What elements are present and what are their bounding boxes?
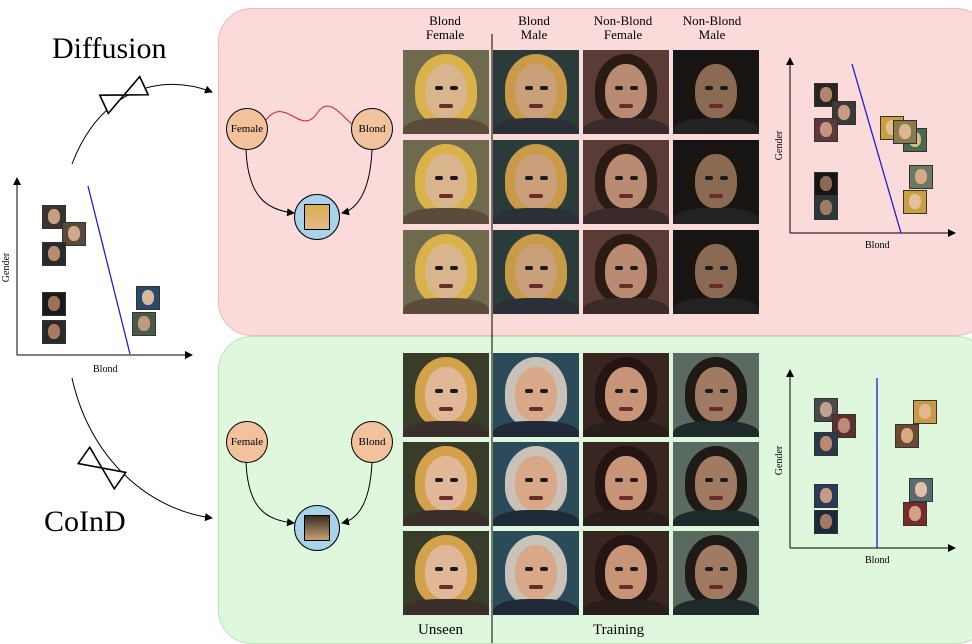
sample-face-image	[493, 50, 579, 134]
plot-face-thumbnail	[132, 312, 156, 336]
plot-face-thumbnail	[814, 172, 838, 196]
sample-face-image	[403, 140, 489, 224]
bottom-xlabel: Blond	[865, 555, 890, 566]
sample-face-image	[673, 230, 759, 314]
bowtie-icon	[98, 75, 150, 115]
sample-face-image	[403, 230, 489, 314]
plot-face-thumbnail	[909, 165, 933, 189]
diffusion-arrow	[71, 83, 213, 165]
unseen-label: Unseen	[418, 622, 463, 638]
female-node: Female	[226, 108, 268, 150]
sample-face-image	[403, 50, 489, 134]
sample-face-image	[583, 353, 669, 437]
plot-face-thumbnail	[814, 484, 838, 508]
plot-face-thumbnail	[42, 292, 66, 316]
plot-face-thumbnail	[42, 242, 66, 266]
plot-face-thumbnail	[814, 432, 838, 456]
plot-face-thumbnail	[136, 286, 160, 310]
generated-image-node	[294, 194, 340, 240]
plot-face-thumbnail	[895, 424, 919, 448]
female-node: Female	[226, 421, 268, 463]
bottom-ylabel: Gender	[774, 445, 786, 476]
sample-face-image	[493, 531, 579, 615]
sample-face-image	[673, 531, 759, 615]
sample-face-image	[583, 230, 669, 314]
sample-face-image	[673, 442, 759, 526]
sample-face-image	[673, 50, 759, 134]
plot-face-thumbnail	[814, 510, 838, 534]
sample-face-image	[493, 140, 579, 224]
plot-face-thumbnail	[814, 196, 838, 220]
sample-face-image	[493, 230, 579, 314]
diffusion-label: Diffusion	[52, 32, 167, 65]
bowtie-icon	[76, 445, 128, 491]
training-label: Training	[593, 622, 645, 638]
left-xlabel: Blond	[93, 364, 118, 375]
coind-arrow	[71, 377, 213, 522]
sample-face-image	[583, 140, 669, 224]
plot-face-thumbnail	[913, 400, 937, 424]
left-decision-boundary	[87, 185, 131, 355]
plot-face-thumbnail	[62, 222, 86, 246]
plot-face-thumbnail	[42, 320, 66, 344]
sample-face-image	[583, 442, 669, 526]
sample-face-image	[403, 353, 489, 437]
sample-face-image	[403, 442, 489, 526]
top-xlabel: Blond	[865, 240, 890, 251]
plot-face-thumbnail	[42, 205, 66, 229]
generated-image-node	[294, 505, 340, 551]
left-ylabel: Gender	[1, 252, 13, 283]
plot-face-thumbnail	[903, 502, 927, 526]
entangle-edge	[262, 105, 353, 125]
coind-label: CoInD	[44, 505, 126, 538]
sample-face-image	[583, 531, 669, 615]
top-ylabel: Gender	[774, 130, 786, 161]
sample-face-image	[403, 531, 489, 615]
sample-face-image	[493, 442, 579, 526]
top-decision-boundary	[851, 63, 902, 234]
plot-face-thumbnail	[893, 120, 917, 144]
blond-node: Blond	[351, 421, 393, 463]
plot-face-thumbnail	[903, 190, 927, 214]
sample-face-image	[673, 353, 759, 437]
sample-face-image	[493, 353, 579, 437]
plot-face-thumbnail	[814, 118, 838, 142]
sample-face-image	[583, 50, 669, 134]
plot-face-thumbnail	[909, 478, 933, 502]
blond-node: Blond	[351, 108, 393, 150]
plot-face-thumbnail	[832, 101, 856, 125]
sample-face-image	[673, 140, 759, 224]
